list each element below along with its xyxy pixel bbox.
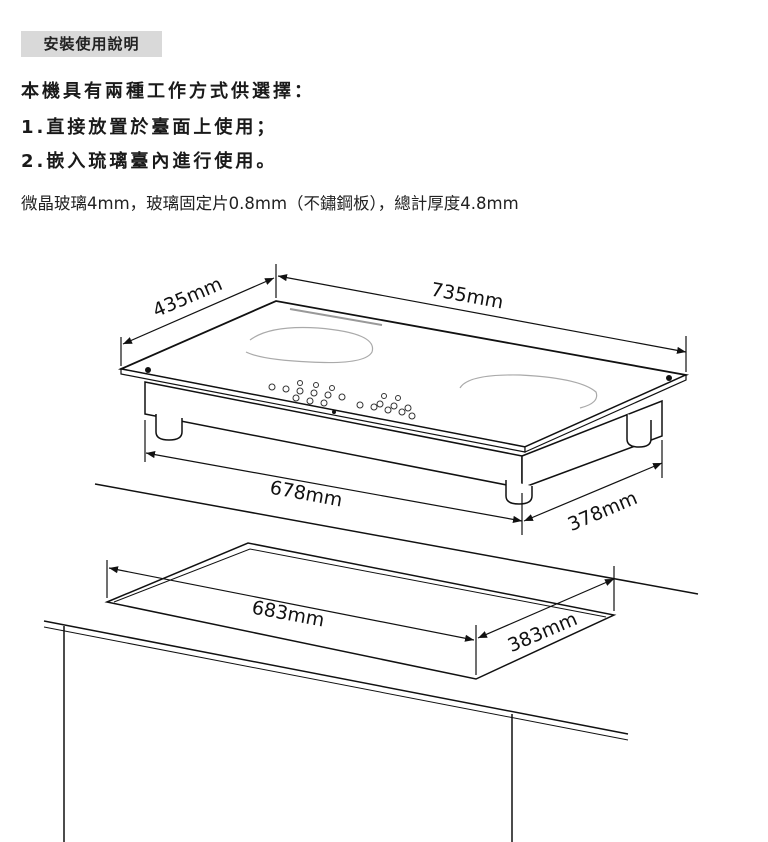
foot-back-right — [626, 414, 652, 448]
cooktop — [117, 300, 690, 505]
intro-line-1: 本機具有兩種工作方式供選擇： — [21, 81, 315, 102]
label-top-width: 735mm — [429, 279, 505, 314]
intro-line-2: 1.直接放置於臺面上使用； — [21, 117, 278, 138]
label-cutout-width: 683mm — [250, 597, 326, 632]
intro-line-4: 微晶玻璃4mm，玻璃固定片0.8mm（不鏽鋼板），總計厚度4.8mm — [21, 194, 519, 213]
label-cutout-depth: 383mm — [505, 608, 581, 657]
label-body-depth: 378mm — [565, 487, 641, 536]
dimension-lines — [106, 264, 687, 675]
intro-line-3: 2.嵌入琉璃臺內進行使用。 — [21, 151, 278, 172]
cooking-zone-right — [459, 374, 598, 409]
section-tag: 安裝使用說明 — [21, 31, 162, 57]
foot-front-left — [155, 414, 183, 441]
control-panel — [268, 380, 416, 420]
label-top-depth: 435mm — [150, 273, 226, 322]
cabinet — [63, 626, 513, 842]
countertop-cutout — [104, 542, 617, 680]
